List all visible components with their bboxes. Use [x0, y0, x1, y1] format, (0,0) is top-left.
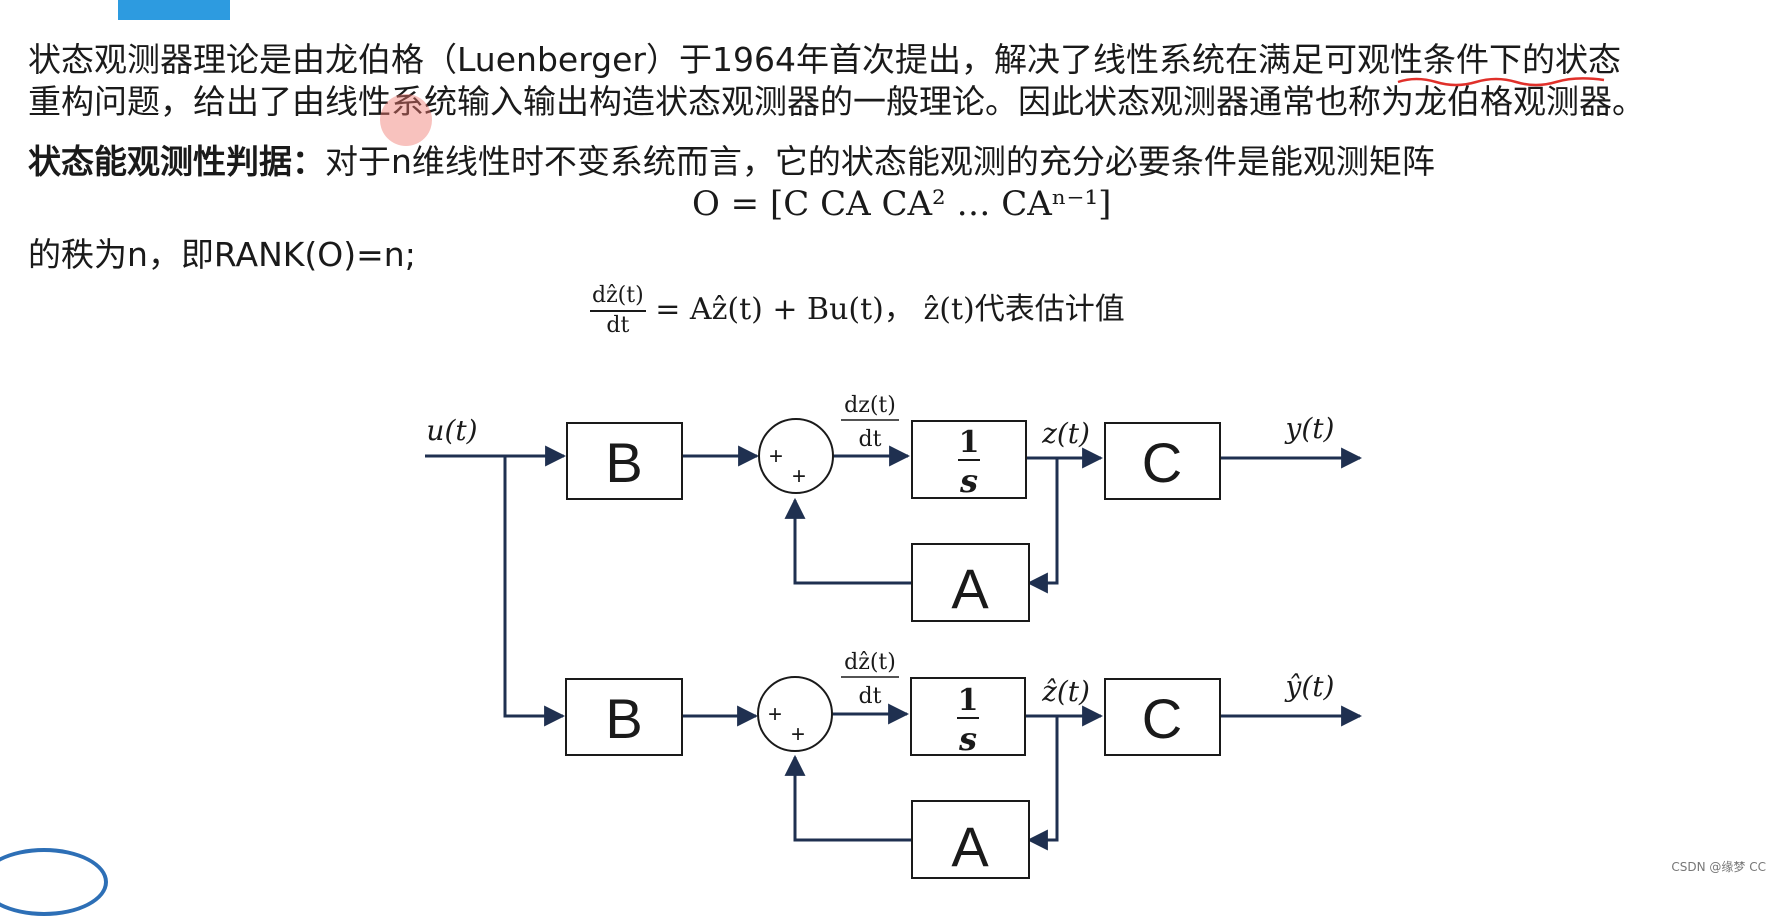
top-a-to-sum-arrow [784, 497, 911, 585]
observability-matrix-equation: O = [C CA CA² … CAⁿ⁻¹] [692, 184, 1112, 224]
bottom-state-label: ẑ(t) [1041, 675, 1090, 708]
bottom-integrator-num: 1 [958, 683, 979, 718]
top-sum-plus-bottom: + [792, 463, 806, 490]
criterion-heading: 状态能观测性判据： [28, 142, 325, 181]
rank-condition: 的秩为n，即RANK(O)=n; [28, 235, 416, 274]
csdn-watermark: CSDN @缘梦 CC [1671, 860, 1766, 874]
intro-paragraph-line2: 重构问题，给出了由线性系统输入输出构造状态观测器的一般理论。因此状态观测器通常也… [28, 82, 1645, 121]
top-output-label: y(t) [1284, 412, 1335, 445]
estimator-note: ẑ(t)代表估计值 [923, 292, 1125, 327]
top-integrator-den: s [959, 462, 978, 500]
top-a-label: A [951, 557, 989, 620]
bottom-b-block [565, 678, 683, 756]
top-c-label: C [1142, 431, 1182, 494]
top-deriv-num: dz(t) [844, 393, 896, 418]
estimator-deriv-num: dẑ(t) [590, 282, 646, 312]
red-underline-annotation [1397, 77, 1605, 87]
bottom-a-block [911, 800, 1030, 879]
top-summing-junction [758, 418, 834, 494]
bottom-c-block [1104, 678, 1221, 756]
top-c-block [1104, 422, 1221, 500]
top-deriv-den: dt [859, 427, 882, 452]
bottom-integrator-block [910, 677, 1026, 756]
top-state-label: z(t) [1041, 417, 1090, 450]
input-branch-arrow [503, 456, 566, 727]
bottom-a-label: A [951, 815, 989, 878]
bottom-summing-junction [757, 676, 833, 752]
bottom-feedback-to-a-arrow [1026, 716, 1059, 851]
top-sum-plus-left: + [769, 443, 783, 470]
intro-paragraph-line1: 状态观测器理论是由龙伯格（Luenberger）于1964年首次提出，解决了线性… [28, 40, 1621, 79]
slide-logo [118, 0, 230, 20]
bottom-output-label: ŷ(t) [1284, 670, 1335, 703]
bottom-deriv-den: dt [859, 684, 882, 709]
criterion-text: 对于n维线性时不变系统而言，它的状态能观测的充分必要条件是能观测矩阵 [325, 142, 1435, 181]
criterion-paragraph: 状态能观测性判据：对于n维线性时不变系统而言，它的状态能观测的充分必要条件是能观… [28, 142, 1435, 182]
estimator-deriv-den: dt [606, 313, 630, 338]
bottom-a-to-sum-arrow [784, 754, 911, 842]
bottom-c-label: C [1142, 687, 1182, 750]
bottom-integrator-den: s [958, 720, 977, 758]
top-a-block [911, 543, 1030, 622]
top-b-label: B [605, 431, 642, 494]
bottom-sum-plus-left: + [768, 701, 782, 728]
estimator-equation: dẑ(t) dt = Aẑ(t) + Bu(t)， ẑ(t)代表估计值 [590, 282, 1125, 340]
bottom-sum-plus-bottom: + [791, 721, 805, 748]
top-b-block [566, 422, 683, 500]
estimator-rhs: = Aẑ(t) + Bu(t)， [655, 292, 914, 327]
top-feedback-to-a-arrow [1026, 458, 1059, 594]
top-integrator-num: 1 [959, 425, 980, 460]
bottom-b-label: B [605, 687, 642, 750]
observer-block-diagram: B C A + + B C A + + 1 s 1 s dz(t) dt dẑ(… [425, 393, 1363, 879]
bottom-deriv-num: dẑ(t) [844, 650, 896, 675]
pointer-highlight [380, 94, 432, 146]
input-label: u(t) [426, 414, 477, 447]
